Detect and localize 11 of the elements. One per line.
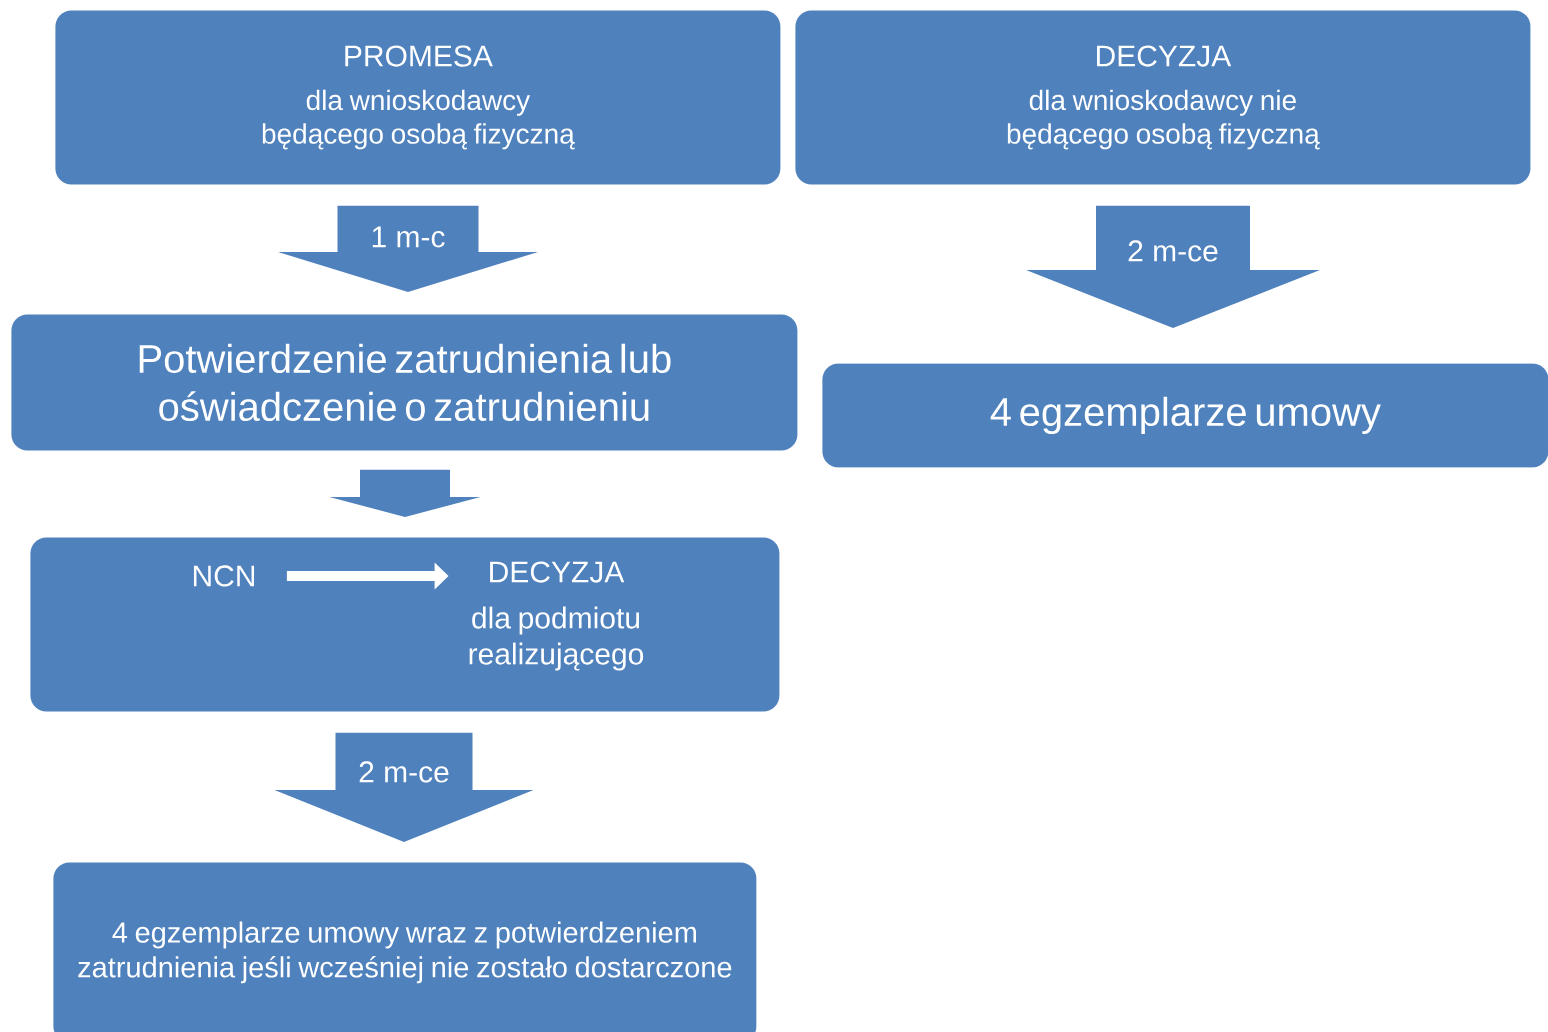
block-arrow xyxy=(329,469,481,517)
process-box: PROMESA dla wnioskodawcy będącego osobą fizyczną xyxy=(55,10,781,185)
process-box: Potwierdzenie zatrudnienia lub oświadczenie o zatrudnieniu xyxy=(11,314,798,451)
process-box: 4 egzemplarze umowy xyxy=(822,363,1548,468)
process-box: DECYZJA dla wnioskodawcy nie będącego osobą fizyczną xyxy=(795,10,1531,185)
box-text: NCN xyxy=(193,565,255,587)
process-box xyxy=(30,537,780,712)
process-box: 4 egzemplarze umowy wraz z potwierdzeniem zatrudnienia jeśli wcześniej nie zostało dostarczone xyxy=(53,862,757,1032)
box-text: DECYZJA dla podmiotu realizującego xyxy=(469,561,644,671)
edge-label: 2 m-ce xyxy=(356,759,452,785)
edge-label: 2 m-ce xyxy=(1125,238,1221,264)
